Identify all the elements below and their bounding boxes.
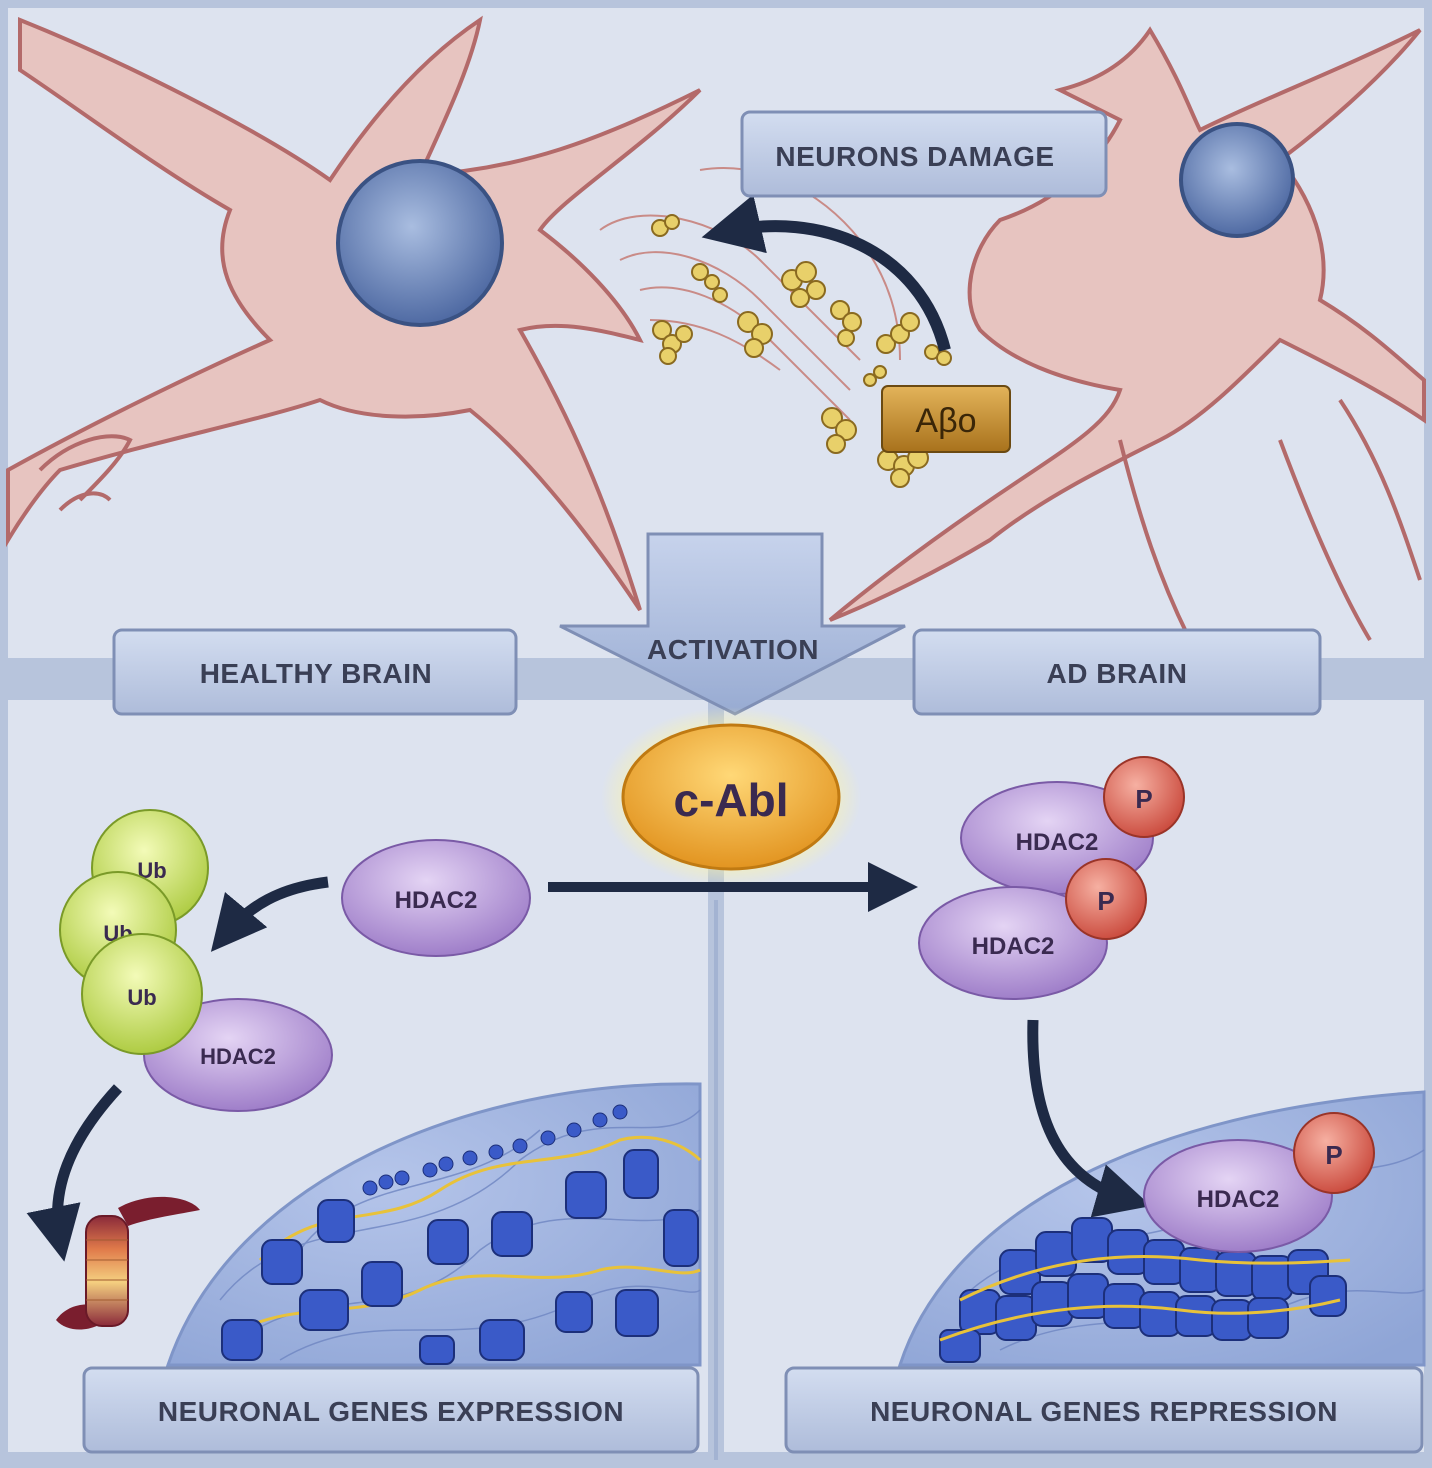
abeta-label: Aβo xyxy=(881,385,1011,453)
genes-expression-text: NEURONAL GENES EXPRESSION xyxy=(158,1396,624,1427)
p3-text: P xyxy=(1325,1140,1342,1170)
activation-arrow: ACTIVATION xyxy=(559,532,906,716)
left-neuron xyxy=(6,15,702,612)
hdac2-p1-text: HDAC2 xyxy=(1016,829,1099,856)
abeta-text: Aβo xyxy=(915,402,976,440)
p1-text: P xyxy=(1135,784,1152,814)
ubiquitination-arrow xyxy=(210,876,329,952)
vertical-divider-line xyxy=(714,900,718,1460)
healthy-brain-box: HEALTHY BRAIN xyxy=(112,628,518,716)
healthy-brain-text: HEALTHY BRAIN xyxy=(200,658,433,689)
activation-text: ACTIVATION xyxy=(647,634,819,665)
hdac2-center: HDAC2 xyxy=(341,839,531,957)
genes-expression-box: NEURONAL GENES EXPRESSION xyxy=(82,1366,700,1454)
c-abl-text: c-Abl xyxy=(674,774,789,826)
left-neuron-nucleus xyxy=(336,159,504,327)
c-abl: c-Abl xyxy=(601,707,861,887)
ub-3-text: Ub xyxy=(127,985,156,1010)
ad-brain-box: AD BRAIN xyxy=(912,628,1322,716)
genes-repression-text: NEURONAL GENES REPRESSION xyxy=(870,1396,1338,1427)
ad-brain-text: AD BRAIN xyxy=(1047,658,1188,689)
hdac2-p2-text: HDAC2 xyxy=(972,933,1055,960)
hdac2-ub-text: HDAC2 xyxy=(200,1044,276,1069)
healthy-nucleus xyxy=(165,1082,702,1367)
chromatin-binding-arrow xyxy=(1027,1019,1152,1218)
degradation-arrow xyxy=(26,1084,123,1262)
genes-repression-box: NEURONAL GENES REPRESSION xyxy=(784,1366,1424,1454)
ub-3 xyxy=(81,933,203,1055)
p2-text: P xyxy=(1097,886,1114,916)
neurons-damage-box: NEURONS DAMAGE xyxy=(740,110,1108,198)
abeta-oligomers xyxy=(651,214,952,488)
ubiquitinated-hdac2: HDAC2 Ub Ub Ub xyxy=(59,809,333,1112)
neurons-damage-text: NEURONS DAMAGE xyxy=(775,141,1054,172)
right-neuron-nucleus xyxy=(1179,122,1295,238)
hdac2-center-text: HDAC2 xyxy=(395,887,478,914)
hdac2-p3-text: HDAC2 xyxy=(1197,1186,1280,1213)
proteasome-icon xyxy=(56,1196,200,1330)
phospho-hdac2-bottom: HDAC2 P xyxy=(918,858,1147,1000)
phospho-hdac2-chromatin: HDAC2 P xyxy=(1143,1112,1375,1253)
abeta-to-neuron-arrow xyxy=(701,194,951,352)
